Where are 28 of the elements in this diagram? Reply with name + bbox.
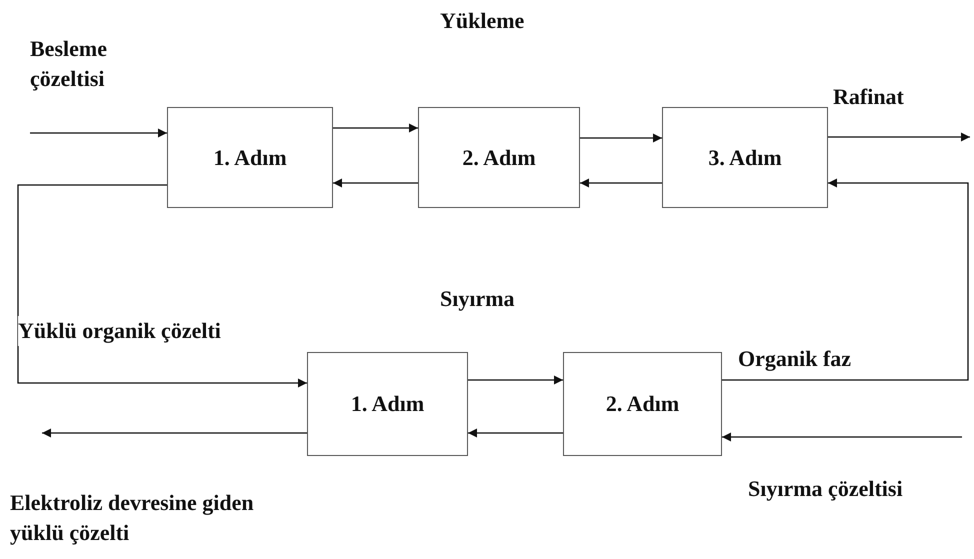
arrow xyxy=(333,124,418,132)
box-label: 2. Adım xyxy=(606,391,680,417)
arrow xyxy=(722,178,969,381)
arrow xyxy=(828,132,970,142)
process-box xyxy=(167,107,333,208)
box-label: 1. Adım xyxy=(350,391,424,417)
arrow xyxy=(30,128,167,138)
arrow xyxy=(17,184,307,388)
section-heading: Sıyırma xyxy=(440,285,516,313)
arrow xyxy=(580,178,662,188)
process-box xyxy=(307,352,468,456)
arrow xyxy=(722,432,962,442)
flow-label: Besleme çözeltisi xyxy=(30,35,108,93)
box-label: 1. Adım xyxy=(213,144,287,170)
arrow xyxy=(468,376,563,384)
arrow xyxy=(333,178,418,188)
box-label: 2. Adım xyxy=(462,144,536,170)
flow-label: Elektroliz devresine giden yüklü çözelti xyxy=(10,489,255,547)
flow-label: Sıyırma çözeltisi xyxy=(748,475,904,503)
arrow xyxy=(580,134,662,142)
box-label: 3. Adım xyxy=(708,144,782,170)
process-box xyxy=(418,107,580,208)
section-heading: Yükleme xyxy=(440,7,526,35)
arrow xyxy=(468,428,563,438)
flow-label: Rafinat xyxy=(833,83,905,111)
process-box xyxy=(563,352,722,456)
arrow xyxy=(42,428,307,438)
process-box xyxy=(662,107,828,208)
